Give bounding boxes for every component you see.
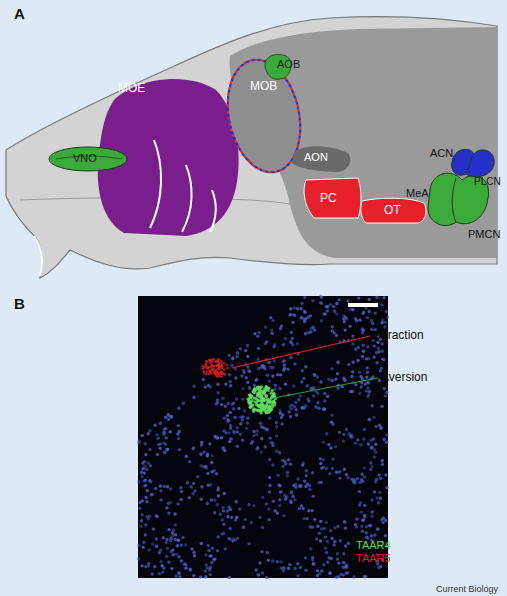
head-outline — [6, 17, 497, 278]
region-label: AOB — [277, 59, 300, 70]
micrograph — [138, 296, 388, 578]
panel-letter: A — [14, 6, 25, 21]
scale-bar — [348, 303, 378, 307]
cortex-region: OT — [360, 195, 428, 225]
callout-label: Aversion — [381, 371, 427, 383]
region-label: PLCN — [474, 177, 501, 187]
region-label: PMCN — [468, 229, 500, 240]
region-label: AON — [304, 152, 328, 163]
cortex-region: AON — [290, 143, 352, 173]
nuclei-stain — [137, 295, 390, 580]
cortex-region: PC — [300, 176, 362, 220]
region-label: ACN — [430, 148, 453, 159]
panel-letter: B — [14, 296, 25, 311]
bulb-region: MOB — [228, 58, 300, 174]
region-shape — [228, 58, 300, 174]
stain-label: TAAR4 — [356, 540, 391, 551]
amygdala-nuclei — [428, 149, 494, 225]
region-label: PC — [320, 192, 337, 204]
stain-label: TAAR5 — [356, 553, 391, 564]
region-label: MOB — [250, 80, 277, 92]
region-label: MeA — [406, 188, 429, 199]
region-label: MOE — [118, 82, 145, 94]
callout-label: Attraction — [373, 329, 424, 341]
region-label: OT — [384, 204, 401, 216]
journal-credit: Current Biology — [436, 585, 498, 594]
leader-line — [232, 336, 370, 368]
organ-region: VNO — [48, 146, 128, 172]
bulb-region: AOB — [262, 52, 292, 80]
region-label: VNO — [73, 153, 97, 164]
incisor — [34, 236, 42, 276]
leader-line — [274, 378, 378, 398]
